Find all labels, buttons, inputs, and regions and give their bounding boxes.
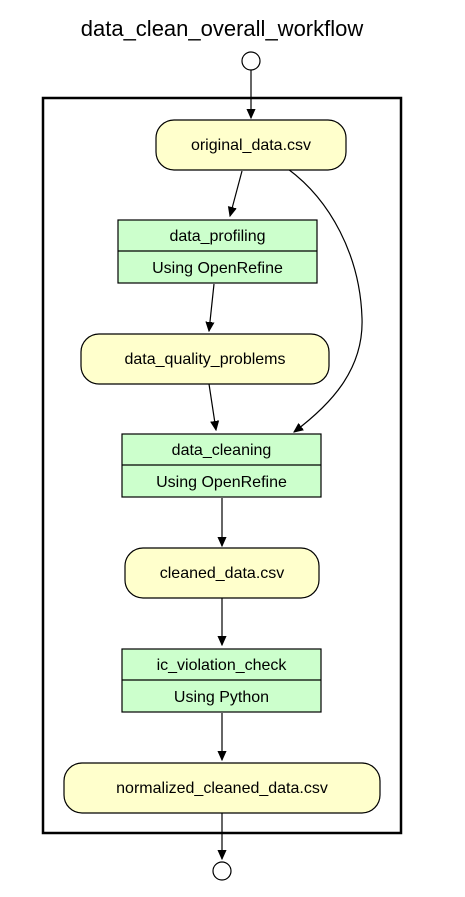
process-node-ic-violation-check[interactable]: ic_violation_check Using Python [121,648,322,713]
edge-quality-problems-cleaning [208,383,216,430]
edge-original-data-profiling [230,170,243,216]
process-node-name: data_cleaning [172,442,272,459]
data-node-label: normalized_cleaned_data.csv [116,780,328,797]
process-node-tool: Using Python [174,689,269,706]
process-node-data-cleaning[interactable]: data_cleaning Using OpenRefine [121,433,322,498]
data-node-label: data_quality_problems [125,351,286,368]
data-node-original-data[interactable]: original_data.csv [155,119,347,171]
process-node-name: ic_violation_check [157,657,288,674]
start-node [241,51,261,71]
edge-profiling-quality-problems [209,283,214,331]
process-node-tool: Using OpenRefine [152,260,283,277]
process-node-data-profiling[interactable]: data_profiling Using OpenRefine [117,219,318,284]
process-node-name: data_profiling [169,228,265,245]
data-node-label: original_data.csv [191,137,311,154]
data-node-label: cleaned_data.csv [160,565,285,582]
edges [208,70,363,859]
data-node-cleaned-data[interactable]: cleaned_data.csv [124,547,320,599]
process-node-tool: Using OpenRefine [156,474,287,491]
end-node [212,861,232,881]
data-node-data-quality-problems[interactable]: data_quality_problems [80,333,330,385]
edge-original-data-cleaning [287,168,363,432]
diagram-title: data_clean_overall_workflow [81,16,364,41]
data-node-normalized-cleaned-data[interactable]: normalized_cleaned_data.csv [63,762,381,814]
